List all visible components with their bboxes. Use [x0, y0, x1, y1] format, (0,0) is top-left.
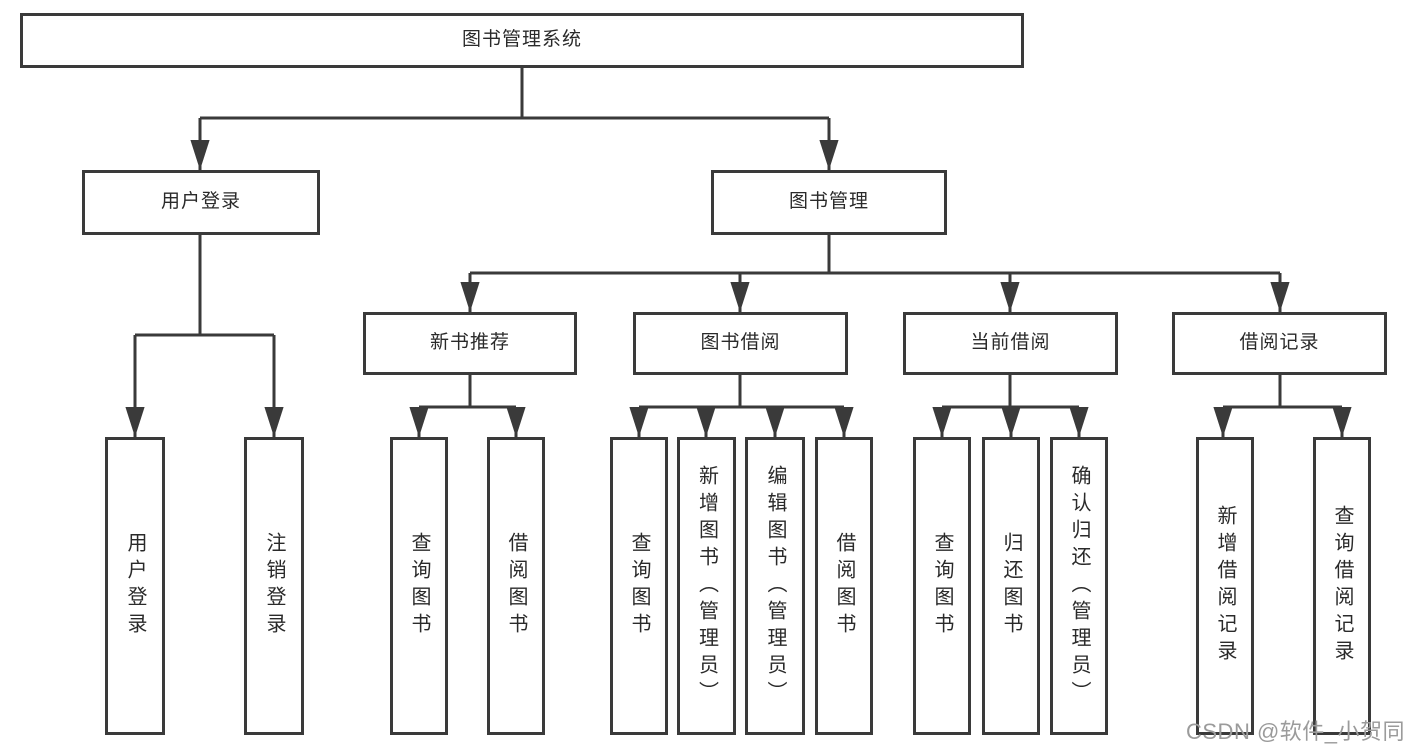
- leaf-user-login: 用户登录: [105, 437, 165, 735]
- node-book-borrow: 图书借阅: [633, 312, 848, 375]
- leaf-borrow-books-recommend: 借阅图书: [487, 437, 545, 735]
- node-book-management: 图书管理: [711, 170, 947, 235]
- leaf-query-books-recommend: 查询图书: [390, 437, 448, 735]
- leaf-query-books-current: 查询图书: [913, 437, 971, 735]
- connector-book-borrow: [629, 375, 854, 437]
- connector-borrow-records: [1213, 375, 1352, 437]
- csdn-watermark: CSDN @软件_小贺同学: [1186, 719, 1405, 744]
- leaf-query-books-borrow: 查询图书: [610, 437, 668, 735]
- node-borrow-records: 借阅记录: [1172, 312, 1387, 375]
- connector-current-borrow: [932, 375, 1089, 437]
- leaf-logout: 注销登录: [244, 437, 304, 735]
- connector-user-login: [125, 235, 284, 437]
- connector-root: [190, 68, 839, 170]
- leaf-add-borrow-record: 新增借阅记录: [1196, 437, 1254, 735]
- node-root-system: 图书管理系统: [20, 13, 1024, 68]
- leaf-confirm-return-admin: 确认归还（管理员）: [1050, 437, 1108, 735]
- connector-new-book-recommend: [409, 375, 526, 437]
- leaf-edit-book-admin: 编辑图书（管理员）: [745, 437, 805, 735]
- leaf-query-borrow-record: 查询借阅记录: [1313, 437, 1371, 735]
- node-current-borrow: 当前借阅: [903, 312, 1118, 375]
- node-new-book-recommend: 新书推荐: [363, 312, 577, 375]
- connector-book-management: [460, 235, 1290, 312]
- leaf-return-book: 归还图书: [982, 437, 1040, 735]
- node-user-login: 用户登录: [82, 170, 320, 235]
- leaf-add-book-admin: 新增图书（管理员）: [677, 437, 736, 735]
- leaf-borrow-books-borrow: 借阅图书: [815, 437, 873, 735]
